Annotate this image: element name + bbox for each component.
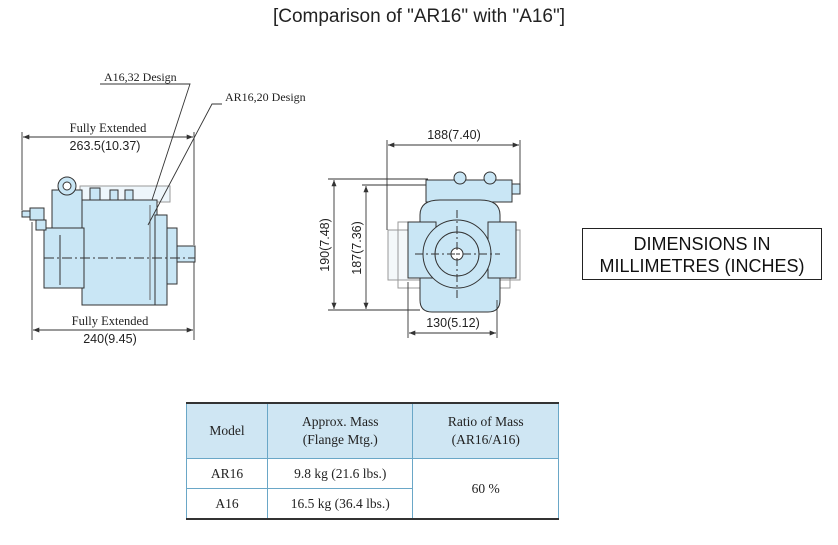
cell-model: A16: [186, 488, 268, 520]
header-mass-line2: (Flange Mtg.): [302, 432, 378, 447]
cell-ratio: 60 %: [412, 458, 559, 520]
front-view-pump: [387, 171, 521, 313]
front-vertical-dimensions: [328, 178, 428, 311]
cell-mass: 16.5 kg (36.4 lbs.): [266, 488, 414, 520]
table-row: A16 16.5 kg (36.4 lbs.): [186, 488, 559, 520]
side-view-pump: [21, 176, 196, 306]
label-ar16-20-design: AR16,20 Design: [225, 90, 306, 104]
side-top-dim-label: Fully Extended: [70, 121, 147, 135]
table-header-row: Model Approx. Mass (Flange Mtg.) Ratio o…: [186, 402, 559, 459]
front-height-inner: 187(7.36): [350, 221, 364, 275]
table-row: AR16 9.8 kg (21.6 lbs.) 60 %: [186, 458, 559, 520]
cell-model: AR16: [186, 458, 268, 489]
side-bottom-dim-value: 240(9.45): [83, 332, 137, 346]
front-top-dim-value: 188(7.40): [427, 128, 481, 142]
side-top-dim-value: 263.5(10.37): [70, 139, 141, 153]
header-ratio-line1: Ratio of Mass: [447, 414, 524, 429]
front-bottom-dimension: [407, 282, 498, 338]
cell-mass: 9.8 kg (21.6 lbs.): [266, 458, 414, 489]
header-ratio-line2: (AR16/A16): [451, 432, 520, 447]
header-mass-line1: Approx. Mass: [301, 414, 379, 429]
side-bottom-dimension: [31, 222, 195, 340]
units-note: DIMENSIONS IN MILLIMETRES (INCHES): [582, 228, 822, 280]
front-bottom-dim-value: 130(5.12): [426, 316, 480, 330]
header-ratio: Ratio of Mass (AR16/A16): [412, 402, 559, 459]
design-leaders: [100, 83, 222, 226]
side-bottom-dim-label: Fully Extended: [72, 314, 149, 328]
front-height-outer: 190(7.48): [318, 218, 332, 272]
label-a16-32-design: A16,32 Design: [104, 70, 177, 84]
mass-comparison-table: Model Approx. Mass (Flange Mtg.) Ratio o…: [186, 402, 559, 520]
page-title: [Comparison of "AR16" with "A16"]: [272, 6, 566, 27]
side-top-dimension: [21, 132, 195, 245]
header-model: Model: [186, 402, 268, 459]
units-note-line2: MILLIMETRES (INCHES): [599, 256, 805, 276]
header-mass: Approx. Mass (Flange Mtg.): [266, 402, 414, 459]
units-note-line1: DIMENSIONS IN: [633, 234, 771, 254]
